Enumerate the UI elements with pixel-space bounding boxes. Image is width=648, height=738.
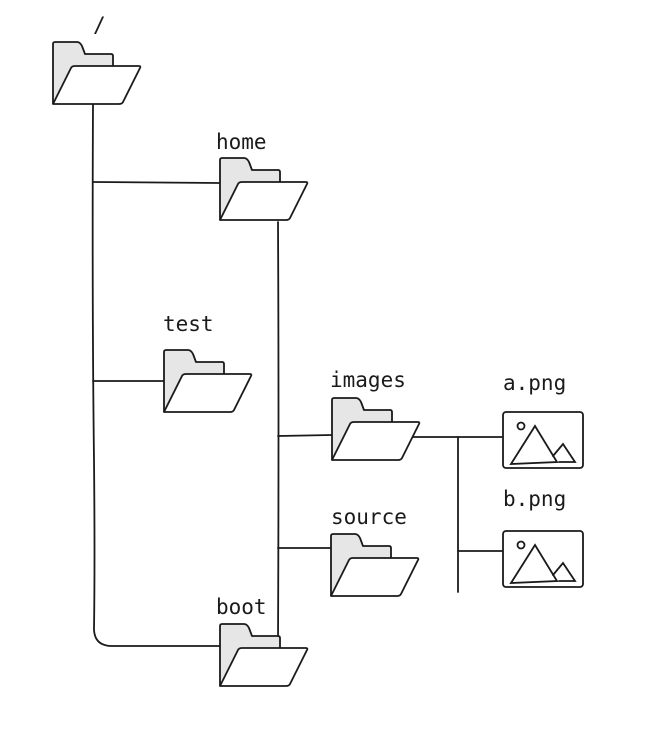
image-file-icon — [502, 530, 584, 588]
folder-icon — [331, 397, 421, 461]
file-a-png[interactable]: a.png — [502, 371, 584, 469]
folder-icon — [330, 533, 420, 597]
folder-home-label: home — [216, 130, 267, 154]
folder-source-label: source — [331, 505, 407, 529]
folder-source[interactable]: source — [330, 505, 420, 597]
file-b-png[interactable]: b.png — [502, 487, 584, 588]
folder-icon — [219, 157, 309, 221]
folder-test[interactable]: test — [163, 312, 253, 413]
images-branch-line — [277, 434, 333, 437]
folder-home[interactable]: home — [216, 130, 309, 221]
connector-lines — [91, 103, 503, 647]
root-folder-label: / — [93, 13, 106, 37]
folder-icon — [163, 349, 253, 413]
file-a-png-label: a.png — [503, 371, 566, 395]
home-branch-line — [92, 181, 221, 184]
file-b-png-label: b.png — [503, 487, 566, 511]
home-trunk-line — [277, 221, 280, 647]
folder-boot[interactable]: boot — [216, 595, 309, 687]
folder-images-label: images — [330, 368, 406, 392]
folder-boot-label: boot — [216, 595, 267, 619]
folder-test-label: test — [163, 312, 214, 336]
folder-icon — [219, 623, 309, 687]
image-file-icon — [502, 411, 584, 469]
folder-icon — [52, 41, 142, 105]
root-folder[interactable]: / — [52, 13, 142, 105]
root-trunk-line — [91, 103, 221, 647]
folder-images[interactable]: images — [330, 368, 421, 461]
